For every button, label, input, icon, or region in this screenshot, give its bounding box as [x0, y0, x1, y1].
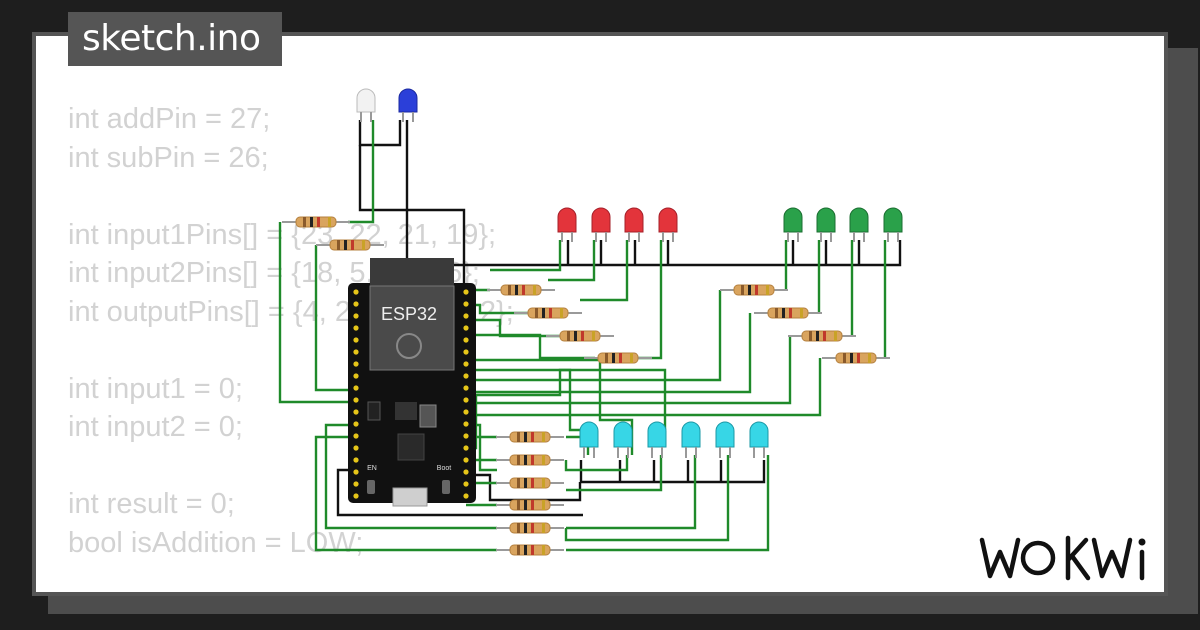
- led-green[interactable]: [849, 207, 869, 242]
- led-blue[interactable]: [398, 88, 418, 122]
- file-name-tab[interactable]: sketch.ino: [68, 12, 283, 66]
- boot-label: Boot: [437, 465, 451, 472]
- led-green[interactable]: [883, 207, 903, 242]
- code-line: int input1 = 0;: [68, 372, 243, 405]
- led-red[interactable]: [591, 207, 611, 242]
- led-red[interactable]: [624, 207, 644, 242]
- leds[interactable]: [356, 88, 903, 458]
- led-green[interactable]: [816, 207, 836, 242]
- led-cyan[interactable]: [715, 421, 735, 458]
- led-green[interactable]: [783, 207, 803, 242]
- board-label: ESP32: [381, 304, 437, 324]
- code-preview: int addPin = 27; int subPin = 26; int in…: [68, 100, 514, 562]
- code-line: bool isAddition = LOW;: [68, 526, 364, 559]
- code-line: int result = 0;: [68, 488, 235, 520]
- esp32-board[interactable]: ESP32 Boot EN: [348, 258, 476, 507]
- preview-card: [32, 32, 1168, 596]
- en-label: EN: [367, 465, 377, 472]
- led-red[interactable]: [557, 207, 577, 242]
- led-cyan[interactable]: [681, 421, 701, 458]
- wokwi-logo: [979, 535, 1146, 581]
- code-line: int addPin = 27;: [68, 103, 271, 135]
- code-line: int input1Pins[] = {23, 22, 21, 19};: [68, 218, 497, 251]
- led-white[interactable]: [356, 88, 376, 122]
- board-pins: [353, 289, 469, 499]
- led-cyan[interactable]: [613, 421, 633, 458]
- led-cyan[interactable]: [647, 421, 667, 458]
- led-red[interactable]: [658, 207, 678, 242]
- code-line: int input2 = 0;: [68, 411, 243, 443]
- code-line: int subPin = 26;: [68, 141, 269, 174]
- led-cyan[interactable]: [749, 421, 769, 458]
- led-cyan[interactable]: [579, 421, 599, 458]
